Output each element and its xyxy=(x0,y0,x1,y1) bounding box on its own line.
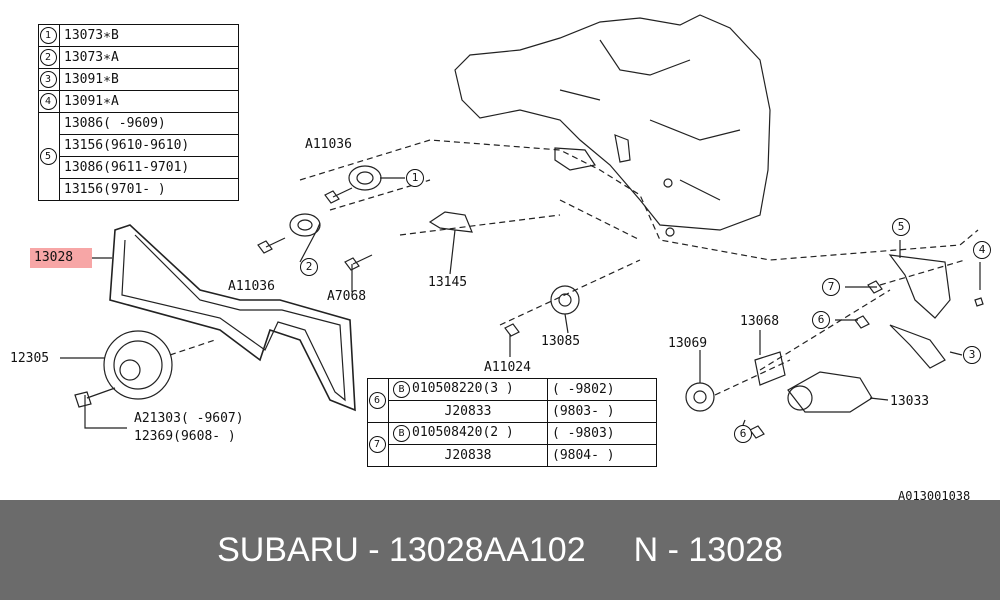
callout-3: 3 xyxy=(963,346,981,364)
bolt-a11036-mid xyxy=(257,237,286,254)
table-row: 13156(9701- ) xyxy=(39,178,239,201)
callout-1: 1 xyxy=(406,169,424,187)
label-a21303[interactable]: A21303( -9607) xyxy=(134,411,244,426)
drive-belt-13028 xyxy=(109,224,356,412)
part-number-cell: 13086(9611-9701) xyxy=(59,156,239,179)
label-13068[interactable]: 13068 xyxy=(740,314,780,329)
diagram-reference-code: A013001038 xyxy=(898,489,971,503)
part-number-cell: 13091∗A xyxy=(59,90,239,113)
table-row: 2 13073∗A xyxy=(38,46,239,69)
part-number-cell: 13073∗A xyxy=(59,46,239,69)
label-12305[interactable]: 12305 xyxy=(10,351,50,366)
bracket-3 xyxy=(889,324,946,369)
date-range-cell: (9804- ) xyxy=(547,444,657,467)
callout-6: 6 xyxy=(812,311,830,329)
footer-part-number: SUBARU - 13028AA102 xyxy=(217,530,586,569)
bolt-a7068 xyxy=(344,254,373,271)
part-number-cell: 13073∗B xyxy=(59,24,239,47)
diagram-stage: 1 13073∗B 2 13073∗A 3 13091∗B 4 13091∗A … xyxy=(10,14,991,503)
part-number-cell: 13156(9610-9610) xyxy=(59,134,239,157)
table-row: 3 13091∗B xyxy=(38,68,239,91)
engine-block-outline xyxy=(454,14,771,231)
part-number-cell: J20833 xyxy=(388,400,548,423)
label-13069[interactable]: 13069 xyxy=(668,336,708,351)
callout-number: 2 xyxy=(39,49,57,66)
idler-pulley-2 xyxy=(289,213,321,237)
bracket-5 xyxy=(888,254,951,319)
label-a11036-top[interactable]: A11036 xyxy=(305,137,352,152)
callout-2: 2 xyxy=(300,258,318,276)
label-13033[interactable]: 13033 xyxy=(890,394,930,409)
callout-6: 6 xyxy=(734,425,752,443)
table-row: 4 13091∗A xyxy=(38,90,239,113)
callout-number: 4 xyxy=(39,93,57,110)
tensioner-13033 xyxy=(787,371,873,413)
table-row: J20833 (9803- ) xyxy=(368,400,657,423)
date-range-cell: (9803- ) xyxy=(547,400,657,423)
idler-pulley-13069 xyxy=(685,382,715,412)
bracket-13068 xyxy=(754,351,786,386)
callout-7: 7 xyxy=(822,278,840,296)
callout-number: 6 xyxy=(368,392,386,409)
label-13028[interactable]: 13028 xyxy=(34,250,74,265)
label-a7068[interactable]: A7068 xyxy=(327,289,367,304)
label-a11024[interactable]: A11024 xyxy=(484,360,531,375)
crank-pulley-12305 xyxy=(103,330,173,400)
idler-pulley-1 xyxy=(348,165,382,191)
table-row: 13086(9611-9701) xyxy=(39,156,239,179)
callout-number: 7 xyxy=(368,436,386,453)
bracket-13145 xyxy=(428,211,473,233)
exploded-diagram-drawing xyxy=(60,14,984,439)
bolt-symbol: B xyxy=(393,381,410,398)
footer-banner: SUBARU - 13028AA102 N - 13028 xyxy=(0,500,1000,600)
label-13145[interactable]: 13145 xyxy=(428,275,468,290)
date-range-cell: ( -9803) xyxy=(547,422,657,445)
callout-4: 4 xyxy=(973,241,991,259)
footer-reference: N - 13028 xyxy=(633,530,783,569)
part-number-cell: 13086( -9609) xyxy=(59,112,239,135)
table-row: 13156(9610-9610) xyxy=(39,134,239,157)
bolt-symbol: B xyxy=(393,425,410,442)
part-number-cell: 13091∗B xyxy=(59,68,239,91)
part-number-cell: 13156(9701- ) xyxy=(59,178,239,201)
label-a11036-mid[interactable]: A11036 xyxy=(228,279,275,294)
table-row: 5 13086( -9609) xyxy=(38,112,239,201)
belt-label-highlight xyxy=(30,248,92,268)
part-number-cell: J20838 xyxy=(388,444,548,467)
bolt-a11024 xyxy=(504,323,520,337)
label-12369[interactable]: 12369(9608- ) xyxy=(134,429,236,444)
table-row: J20838 (9804- ) xyxy=(368,444,657,467)
callout-5: 5 xyxy=(892,218,910,236)
bolt-a11036-top xyxy=(324,187,353,204)
date-range-cell: ( -9802) xyxy=(547,378,657,401)
parts-table-top: 1 13073∗B 2 13073∗A 3 13091∗B 4 13091∗A … xyxy=(38,24,239,201)
label-13085[interactable]: 13085 xyxy=(541,334,581,349)
callout-number: 1 xyxy=(39,27,57,44)
callout-number: 5 xyxy=(39,148,57,165)
table-row: 1 13073∗B xyxy=(38,24,239,47)
callout-number: 3 xyxy=(39,71,57,88)
